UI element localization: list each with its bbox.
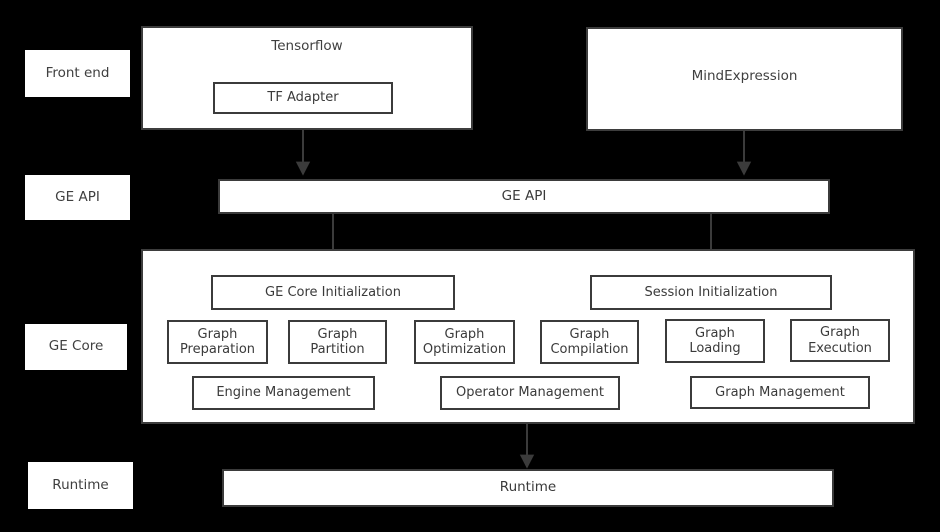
graph-partition-node[interactable]: Graph Partition [288, 320, 387, 364]
graph-management-node[interactable]: Graph Management [690, 376, 870, 409]
layer-label-ge-api: GE API [25, 175, 130, 220]
layer-label-ge-core-text: GE Core [48, 338, 104, 355]
session-initialization-node[interactable]: Session Initialization [590, 275, 832, 310]
graph-compilation-node[interactable]: Graph Compilation [540, 320, 639, 364]
layer-label-ge-core: GE Core [25, 324, 127, 370]
layer-label-ge-api-text: GE API [55, 188, 100, 205]
mindexpression-container[interactable]: MindExpression [586, 27, 903, 131]
graph-management-label: Graph Management [715, 384, 845, 400]
operator-management-node[interactable]: Operator Management [440, 376, 620, 410]
graph-loading-node[interactable]: Graph Loading [665, 319, 765, 363]
layer-label-front-end-text: Front end [45, 64, 110, 81]
runtime-bar-label: Runtime [499, 479, 557, 496]
runtime-bar[interactable]: Runtime [222, 469, 834, 507]
ge-core-initialization-label: GE Core Initialization [265, 284, 401, 300]
tf-adapter-label: TF Adapter [267, 90, 339, 106]
tensorflow-label: Tensorflow [271, 38, 343, 54]
graph-optimization-node[interactable]: Graph Optimization [414, 320, 515, 364]
tensorflow-container[interactable]: Tensorflow [141, 26, 473, 130]
ge-api-bar[interactable]: GE API [218, 179, 830, 214]
engine-management-node[interactable]: Engine Management [192, 376, 375, 410]
engine-management-label: Engine Management [216, 385, 351, 401]
graph-preparation-label: Graph Preparation [179, 326, 256, 357]
graph-preparation-node[interactable]: Graph Preparation [167, 320, 268, 364]
layer-label-front-end: Front end [25, 50, 130, 97]
tf-adapter-node[interactable]: TF Adapter [213, 82, 393, 114]
session-initialization-label: Session Initialization [644, 284, 778, 300]
layer-label-runtime: Runtime [28, 462, 133, 509]
ge-core-initialization-node[interactable]: GE Core Initialization [211, 275, 455, 310]
graph-optimization-label: Graph Optimization [422, 326, 507, 357]
mindexpression-label: MindExpression [691, 68, 798, 84]
layer-label-runtime-text: Runtime [52, 476, 109, 493]
graph-partition-label: Graph Partition [310, 326, 365, 357]
ge-api-bar-label: GE API [501, 187, 547, 204]
graph-execution-label: Graph Execution [808, 325, 872, 356]
graph-loading-label: Graph Loading [689, 325, 741, 356]
operator-management-label: Operator Management [456, 385, 604, 401]
graph-compilation-label: Graph Compilation [550, 326, 629, 357]
graph-execution-node[interactable]: Graph Execution [790, 319, 890, 362]
